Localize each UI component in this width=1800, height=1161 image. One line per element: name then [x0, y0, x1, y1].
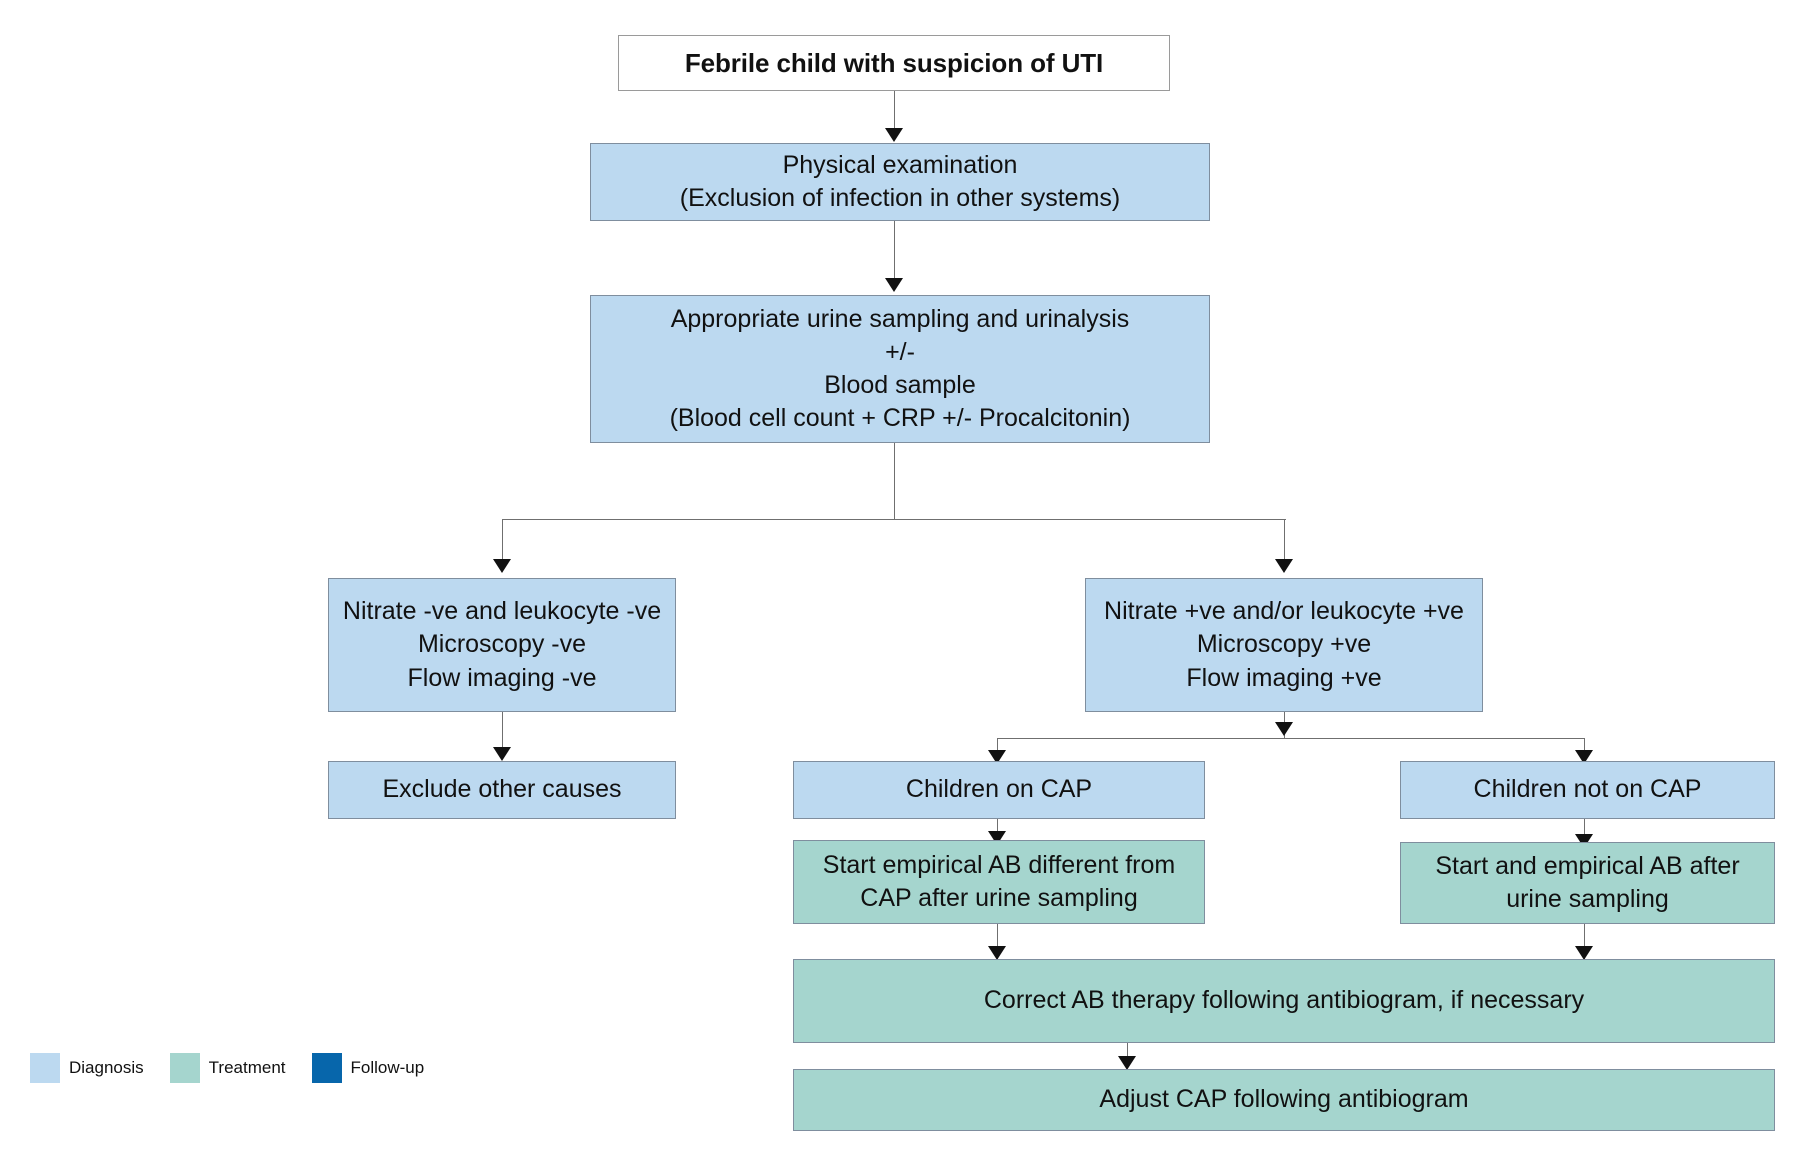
- arrowhead-children-on-cap: [988, 750, 1006, 764]
- legend-label-diagnosis: Diagnosis: [69, 1058, 144, 1077]
- connector-cap-split-bus: [997, 738, 1585, 739]
- legend-item-diagnosis: Diagnosis: [30, 1053, 144, 1083]
- connector-urine-sampling-stem: [894, 443, 895, 520]
- connector-negative-to-exclude: [502, 712, 503, 748]
- arrowhead-correct-ab-left: [988, 946, 1006, 960]
- node-physical-exam: Physical examination (Exclusion of infec…: [590, 143, 1210, 221]
- arrowhead-physical-exam: [885, 128, 903, 142]
- node-adjust-cap: Adjust CAP following antibiogram: [793, 1069, 1775, 1131]
- node-start: Febrile child with suspicion of UTI: [618, 35, 1170, 91]
- legend: Diagnosis Treatment Follow-up: [30, 1053, 450, 1083]
- node-exclude-other-causes: Exclude other causes: [328, 761, 676, 819]
- legend-label-followup: Follow-up: [350, 1058, 425, 1077]
- legend-item-followup: Follow-up: [311, 1053, 425, 1083]
- legend-swatch-diagnosis: [30, 1053, 60, 1083]
- connector-bus-to-children-on-cap: [997, 738, 998, 760]
- arrowhead-exclude-other: [493, 747, 511, 761]
- node-urine-sampling: Appropriate urine sampling and urinalysi…: [590, 295, 1210, 443]
- arrowhead-adjust-cap: [1118, 1056, 1136, 1070]
- arrowhead-correct-ab-right: [1575, 946, 1593, 960]
- node-correct-ab-therapy: Correct AB therapy following antibiogram…: [793, 959, 1775, 1043]
- legend-label-treatment: Treatment: [208, 1058, 286, 1077]
- connector-ab-different-to-correct: [997, 924, 998, 960]
- arrowhead-negative-result: [493, 559, 511, 573]
- connector-correct-to-adjust: [1127, 1043, 1128, 1068]
- node-children-on-cap: Children on CAP: [793, 761, 1205, 819]
- arrowhead-positive-result: [1275, 559, 1293, 573]
- node-positive-result: Nitrate +ve and/or leukocyte +ve Microsc…: [1085, 578, 1483, 712]
- legend-item-treatment: Treatment: [169, 1053, 286, 1083]
- connector-bus-to-positive: [1284, 519, 1285, 560]
- arrowhead-children-not-on-cap: [1575, 750, 1593, 764]
- arrowhead-urine-sampling: [885, 278, 903, 292]
- legend-swatch-treatment: [169, 1053, 200, 1083]
- connector-ab-after-to-correct: [1584, 924, 1585, 960]
- connector-start-to-physical-exam: [894, 91, 895, 129]
- connector-children-on-cap-to-ab: [997, 819, 998, 841]
- legend-swatch-followup: [311, 1053, 342, 1083]
- node-negative-result: Nitrate -ve and leukocyte -ve Microscopy…: [328, 578, 676, 712]
- node-children-not-on-cap: Children not on CAP: [1400, 761, 1775, 819]
- connector-bus-to-negative: [502, 519, 503, 560]
- connector-bus-to-children-not-on-cap: [1584, 738, 1585, 760]
- connector-children-not-on-cap-to-ab: [1584, 819, 1585, 845]
- node-start-ab-different: Start empirical AB different from CAP af…: [793, 840, 1205, 924]
- node-start-ab-after: Start and empirical AB after urine sampl…: [1400, 842, 1775, 924]
- connector-split-bus-primary: [502, 519, 1286, 520]
- arrowhead-cap-bus: [1275, 722, 1293, 736]
- connector-physical-exam-to-urine-sampling: [894, 221, 895, 279]
